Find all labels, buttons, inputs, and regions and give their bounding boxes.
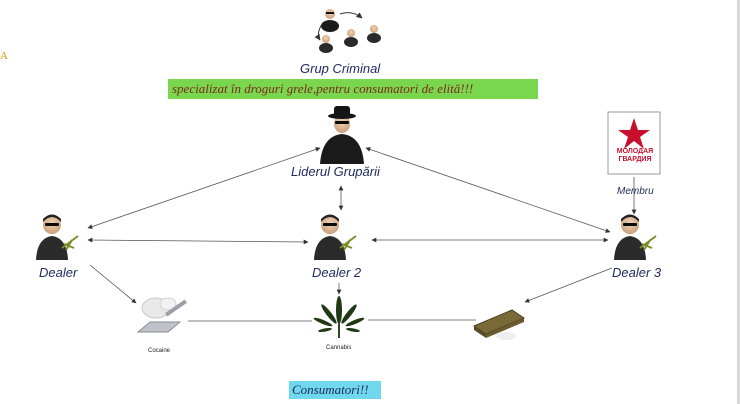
cocaine-icon bbox=[136, 297, 187, 333]
connections bbox=[87, 147, 637, 322]
dealer2-icon bbox=[314, 214, 357, 260]
cocaine-label: Cocaine bbox=[148, 348, 171, 354]
subtitle-text: specializat în droguri grele,pentru cons… bbox=[172, 81, 474, 96]
edge-dealer1-leader bbox=[87, 147, 321, 229]
subtitle-banner: specializat în droguri grele,pentru cons… bbox=[168, 79, 538, 99]
leader-icon bbox=[320, 106, 364, 164]
logo-line-2: ГВАРДИЯ bbox=[618, 156, 652, 163]
logo-text: МОЛОДАЯ ГВАРДИЯ bbox=[608, 148, 662, 164]
cannabis-label: Cannabis bbox=[326, 345, 352, 351]
dealer3-icon bbox=[614, 214, 657, 260]
logo-line-1: МОЛОДАЯ bbox=[616, 148, 654, 155]
cannabis-icon bbox=[313, 296, 365, 338]
group-title: Grup Criminal bbox=[300, 61, 381, 76]
leader-label: Liderul Grupării bbox=[291, 164, 380, 179]
dealer2-label: Dealer 2 bbox=[312, 265, 362, 280]
member-label: Membru bbox=[617, 186, 654, 197]
consumers-banner: Consumatori!! bbox=[289, 381, 381, 399]
edge-dealer1-cocaine bbox=[89, 264, 137, 304]
edge-mark: A bbox=[0, 50, 8, 62]
right-edge-border bbox=[737, 0, 740, 404]
edge-dealer3-heroin bbox=[524, 267, 613, 303]
criminal-group-icon bbox=[314, 9, 381, 53]
consumers-text: Consumatori!! bbox=[292, 382, 369, 397]
dealer1-icon bbox=[36, 214, 79, 260]
edge-dealer3-leader bbox=[365, 147, 611, 233]
dealer1-label: Dealer bbox=[39, 265, 78, 280]
molodaya-gvardiya-logo bbox=[607, 111, 661, 175]
edge-dealer1-dealer2 bbox=[87, 237, 309, 245]
heroin-icon bbox=[472, 309, 526, 340]
dealer3-label: Dealer 3 bbox=[612, 265, 662, 280]
